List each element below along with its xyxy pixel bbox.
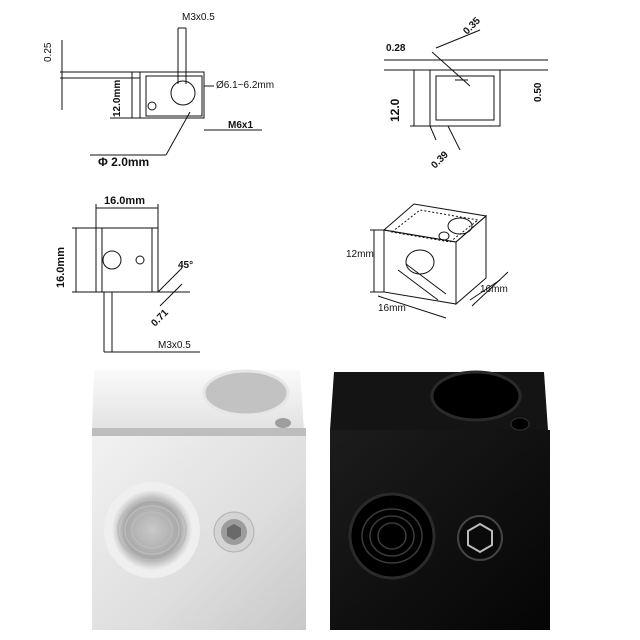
bottom-thread-label: M3x0.5 — [158, 340, 191, 351]
angle-label: 45° — [178, 260, 194, 271]
iso-height-label: 12mm — [346, 249, 374, 260]
width-label: 16.0mm — [104, 195, 145, 207]
dim-b-label: 0.28 — [386, 43, 406, 54]
pin-label: Φ 2.0mm — [98, 155, 150, 169]
iso-depth-label: 16mm — [480, 284, 508, 295]
side-thread-label: M6x1 — [228, 120, 254, 131]
iso-width-label: 16mm — [378, 303, 406, 314]
bore-label: Ø6.1~6.2mm — [216, 80, 275, 91]
top-thread-label: M3x0.5 — [182, 12, 215, 23]
